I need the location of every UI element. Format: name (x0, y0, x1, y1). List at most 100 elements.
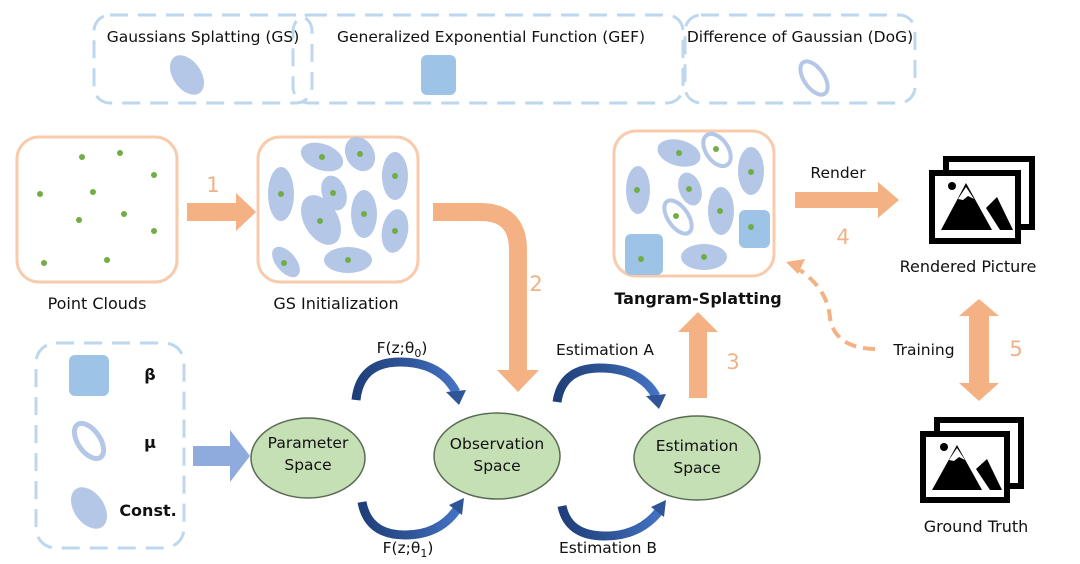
arc-arrowhead-icon (449, 498, 464, 515)
point (104, 257, 110, 263)
arrow-step-4: Render 4 (795, 164, 899, 249)
arc-f-theta1: F(z;θ1) (357, 498, 464, 560)
bent-arrow-shaft (433, 203, 527, 372)
legend-gs-label: Gaussians Splatting (GS) (107, 28, 300, 46)
parameter-space: Parameter Space (250, 417, 366, 499)
image-stack-icon (920, 417, 1024, 503)
training-label: Training (892, 341, 954, 359)
legend-gs-frame (92, 13, 314, 105)
gs-init-label: GS Initialization (273, 294, 398, 313)
splat-centers (278, 151, 398, 266)
arc-arrowhead-icon (646, 394, 666, 409)
arc-estimation-a: Estimation A (552, 341, 666, 409)
estimation-space-node (633, 415, 761, 501)
ground-truth-label: Ground Truth (924, 517, 1029, 536)
point (392, 228, 398, 234)
tangram-label: Tangram-Splatting (614, 289, 781, 308)
point (151, 228, 157, 234)
step-3-label: 3 (726, 350, 739, 374)
legend-gef-frame (291, 13, 685, 105)
training-arrowhead-icon (786, 259, 805, 274)
observation-space: Observation Space (433, 412, 561, 500)
point-clouds-label: Point Clouds (48, 294, 147, 313)
point (634, 187, 640, 193)
arc-arrowhead-icon (446, 390, 466, 405)
render-arrow-icon (795, 182, 899, 218)
parameter-space-node (250, 417, 366, 499)
legend-gs: Gaussians Splatting (GS) (92, 13, 314, 105)
estimation-space: Estimation Space (633, 415, 761, 501)
tangram-panel: Tangram-Splatting (612, 129, 782, 308)
rendered-picture-label: Rendered Picture (900, 257, 1037, 276)
arrow-step-5: 5 (959, 299, 1023, 401)
step-2-label: 2 (529, 272, 542, 296)
legend-gef-label: Generalized Exponential Function (GEF) (337, 28, 645, 46)
image-stack-icon (929, 156, 1035, 244)
point-clouds-frame (15, 135, 179, 284)
ground-truth: Ground Truth (920, 417, 1029, 536)
estimation-b-label: Estimation B (559, 539, 657, 557)
gef-square-icon (421, 55, 456, 95)
point (717, 208, 723, 214)
step-5-label: 5 (1009, 337, 1022, 361)
point-clouds-panel: Point Clouds (15, 135, 179, 313)
f-theta0-label: F(z;θ0) (377, 339, 428, 360)
observation-space-node (433, 412, 561, 500)
point (278, 191, 284, 197)
params-arrow-icon (193, 430, 250, 482)
point (686, 186, 692, 192)
estimation-space-line2: Space (673, 459, 720, 477)
point (392, 173, 398, 179)
params-box: β μ Const. (34, 341, 186, 550)
point (345, 257, 351, 263)
legend-dog-label: Difference of Gaussian (DoG) (687, 28, 913, 46)
point-cloud-dots (37, 150, 157, 266)
point (673, 213, 679, 219)
point (701, 254, 707, 260)
f-theta1-label: F(z;θ1) (383, 539, 434, 560)
observation-space-line1: Observation (450, 435, 544, 453)
const-ellipse-icon (70, 487, 108, 529)
point (79, 154, 85, 160)
point (76, 217, 82, 223)
point (121, 211, 127, 217)
dog-ring-icon (798, 59, 830, 97)
right-arrow-icon (187, 193, 256, 231)
arc-curve (357, 500, 462, 540)
step-1-label: 1 (206, 173, 219, 197)
point (41, 260, 47, 266)
arc-curve (552, 363, 660, 403)
gef-square (625, 234, 663, 275)
training-arrow: Training (786, 259, 955, 359)
beta-label: β (144, 365, 155, 384)
double-arrow-icon (959, 299, 999, 401)
point (151, 172, 157, 178)
point (713, 146, 719, 152)
dog-ring (662, 198, 694, 236)
arc-curve (351, 357, 460, 401)
observation-space-line2: Space (473, 457, 520, 475)
parameter-space-line1: Parameter (268, 434, 349, 452)
estimation-space-line1: Estimation (656, 437, 739, 455)
gaussian-ellipse-icon (169, 55, 205, 95)
point (748, 224, 754, 230)
const-label: Const. (119, 501, 176, 520)
gef-square (739, 210, 770, 248)
arc-curve (557, 504, 664, 541)
beta-square-icon (69, 355, 109, 396)
down-arrow-icon (497, 370, 539, 392)
point (319, 154, 325, 160)
dog-ring (701, 131, 733, 169)
point (117, 150, 123, 156)
point (676, 150, 682, 156)
point (357, 151, 363, 157)
legend-dog-frame (683, 13, 917, 105)
arc-estimation-b: Estimation B (557, 500, 666, 557)
render-label: Render (810, 164, 866, 182)
mu-ring-icon (71, 420, 107, 462)
point (317, 218, 323, 224)
point (748, 169, 754, 175)
estimation-a-label: Estimation A (556, 341, 654, 359)
legend-gef: Generalized Exponential Function (GEF) (291, 13, 685, 105)
